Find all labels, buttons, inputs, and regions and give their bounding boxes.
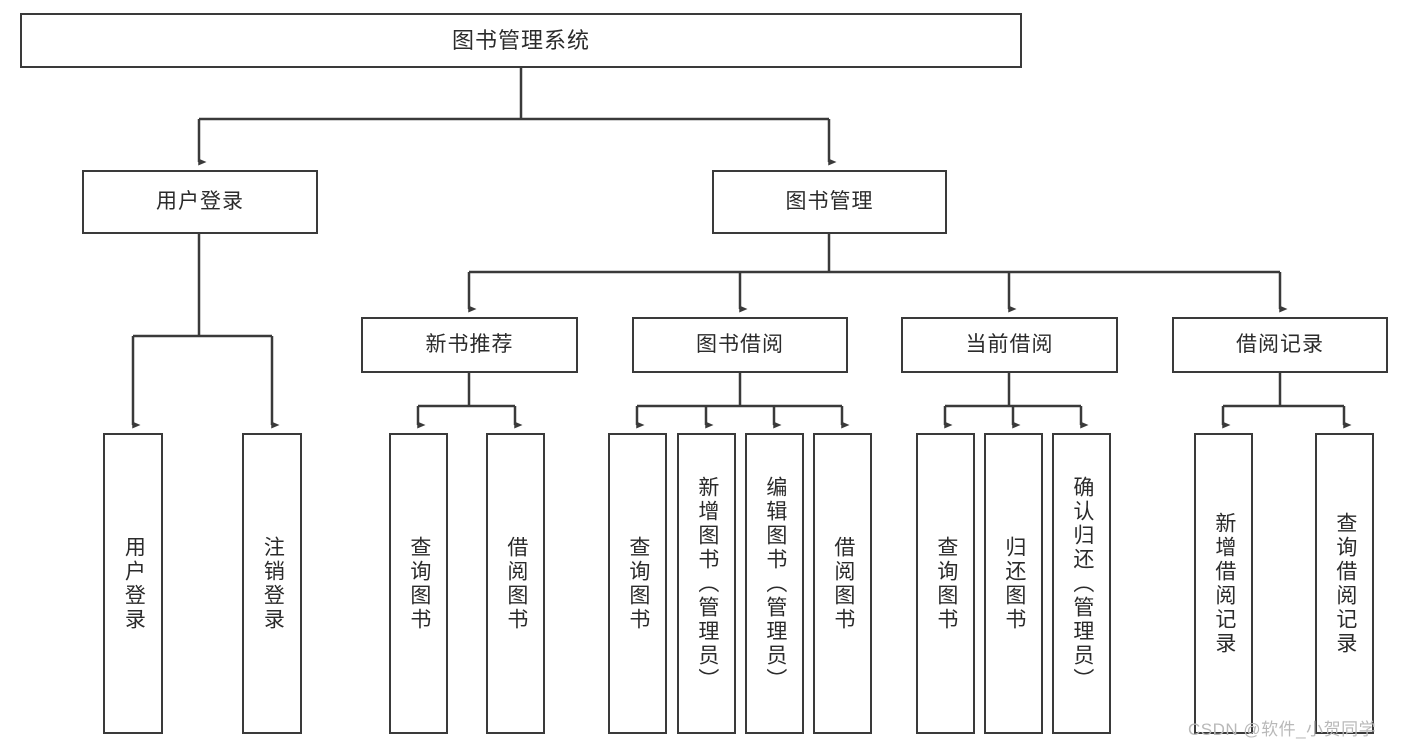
node-leaf-edit-book[interactable]: 编辑图书（管理员） xyxy=(745,433,804,734)
node-leaf-borrow-book-2[interactable]: 借阅图书 xyxy=(813,433,872,734)
node-label: 注销登录 xyxy=(261,535,285,632)
node-leaf-query-record[interactable]: 查询借阅记录 xyxy=(1315,433,1374,734)
node-leaf-query-book-1[interactable]: 查询图书 xyxy=(389,433,448,734)
node-leaf-user-login[interactable]: 用户登录 xyxy=(103,433,163,734)
node-label: 编辑图书（管理员） xyxy=(763,475,787,692)
node-leaf-borrow-book-1[interactable]: 借阅图书 xyxy=(486,433,545,734)
node-leaf-logout[interactable]: 注销登录 xyxy=(242,433,302,734)
node-root[interactable]: 图书管理系统 xyxy=(20,13,1022,68)
node-label: 归还图书 xyxy=(1002,535,1026,632)
node-new-book-rec[interactable]: 新书推荐 xyxy=(361,317,578,373)
node-label: 查询图书 xyxy=(626,535,650,632)
node-label: 确认归还（管理员） xyxy=(1070,475,1094,692)
node-leaf-query-book-3[interactable]: 查询图书 xyxy=(916,433,975,734)
node-label: 借阅图书 xyxy=(504,535,528,632)
node-label: 新增图书（管理员） xyxy=(695,475,719,692)
node-label: 查询图书 xyxy=(407,535,431,632)
watermark-text: CSDN @软件_小贺同学 xyxy=(1188,720,1377,739)
node-leaf-confirm-return[interactable]: 确认归还（管理员） xyxy=(1052,433,1111,734)
node-label: 借阅图书 xyxy=(831,535,855,632)
node-leaf-add-record[interactable]: 新增借阅记录 xyxy=(1194,433,1253,734)
node-label: 新增借阅记录 xyxy=(1212,511,1236,656)
node-label: 查询图书 xyxy=(934,535,958,632)
node-current-borrow[interactable]: 当前借阅 xyxy=(901,317,1118,373)
node-borrow-record[interactable]: 借阅记录 xyxy=(1172,317,1388,373)
node-leaf-return-book[interactable]: 归还图书 xyxy=(984,433,1043,734)
node-book-manage[interactable]: 图书管理 xyxy=(712,170,947,234)
node-label: 查询借阅记录 xyxy=(1333,511,1357,656)
node-user-login[interactable]: 用户登录 xyxy=(82,170,318,234)
node-leaf-add-book[interactable]: 新增图书（管理员） xyxy=(677,433,736,734)
node-label: 用户登录 xyxy=(122,535,146,632)
node-book-borrow[interactable]: 图书借阅 xyxy=(632,317,848,373)
node-leaf-query-book-2[interactable]: 查询图书 xyxy=(608,433,667,734)
